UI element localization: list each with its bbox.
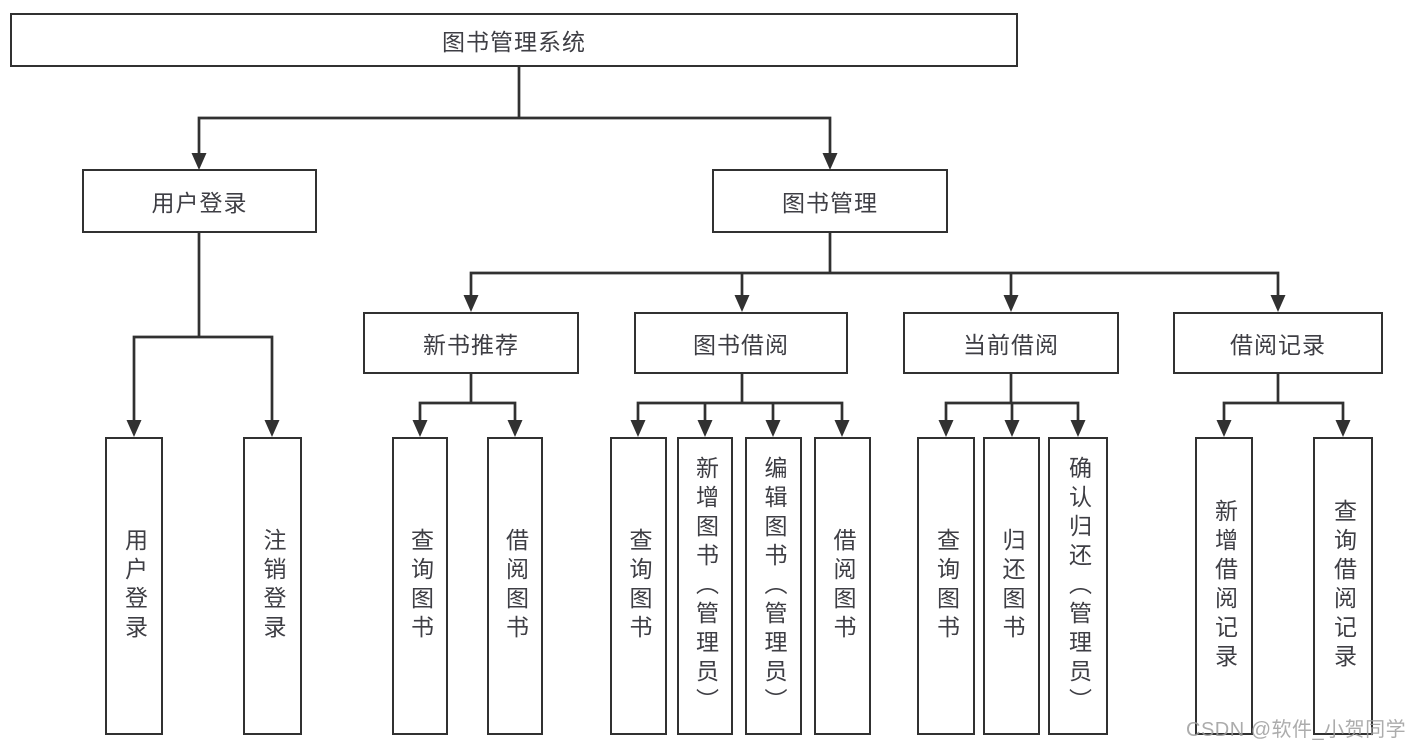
leaf-add-borrow-record: 新增借阅记录 <box>1195 437 1253 735</box>
leaf-confirm-return-admin: 确认归还（管理员） <box>1048 437 1108 735</box>
node-new-book-recommendation: 新书推荐 <box>363 312 579 374</box>
leaf-borrow-books: 借阅图书 <box>814 437 871 735</box>
node-label: 借阅记录 <box>1230 332 1326 358</box>
csdn-watermark: CSDN @软件_小贺同学 <box>1186 719 1405 741</box>
leaf-label: 新增借阅记录 <box>1211 499 1238 673</box>
leaf-query-books: 查询图书 <box>392 437 448 735</box>
node-label: 图书管理 <box>782 190 878 216</box>
leaf-label: 用户登录 <box>121 528 148 644</box>
node-label: 用户登录 <box>151 190 248 216</box>
leaf-query-books: 查询图书 <box>610 437 667 735</box>
leaf-label: 注销登录 <box>260 528 286 644</box>
node-label: 图书管理系统 <box>442 29 586 55</box>
leaf-label: 确认归还（管理员） <box>1065 455 1092 717</box>
leaf-user-login: 用户登录 <box>105 437 163 735</box>
node-label: 新书推荐 <box>423 332 519 358</box>
node-library-management-system: 图书管理系统 <box>10 13 1018 67</box>
leaf-query-books: 查询图书 <box>917 437 975 735</box>
node-book-borrowing: 图书借阅 <box>634 312 848 374</box>
leaf-label: 新增图书（管理员） <box>692 455 719 717</box>
leaf-edit-books-admin: 编辑图书（管理员） <box>745 437 802 735</box>
leaf-add-books-admin: 新增图书（管理员） <box>677 437 733 735</box>
leaf-logout: 注销登录 <box>243 437 302 735</box>
node-borrowing-records: 借阅记录 <box>1173 312 1383 374</box>
leaf-label: 借阅图书 <box>830 528 856 644</box>
leaf-label: 编辑图书（管理员） <box>761 455 787 717</box>
leaf-label: 查询借阅记录 <box>1330 499 1357 673</box>
leaf-label: 查询图书 <box>626 528 652 644</box>
node-label: 当前借阅 <box>963 332 1059 358</box>
node-label: 图书借阅 <box>693 332 789 358</box>
leaf-label: 查询图书 <box>407 528 434 644</box>
node-current-borrowing: 当前借阅 <box>903 312 1119 374</box>
node-book-management: 图书管理 <box>712 169 948 233</box>
leaf-label: 查询图书 <box>933 528 960 644</box>
node-user-login: 用户登录 <box>82 169 317 233</box>
leaf-label: 借阅图书 <box>502 528 529 644</box>
leaf-label: 归还图书 <box>999 528 1025 644</box>
leaf-return-books: 归还图书 <box>983 437 1040 735</box>
leaf-query-borrow-record: 查询借阅记录 <box>1313 437 1373 735</box>
leaf-borrow-books: 借阅图书 <box>487 437 543 735</box>
